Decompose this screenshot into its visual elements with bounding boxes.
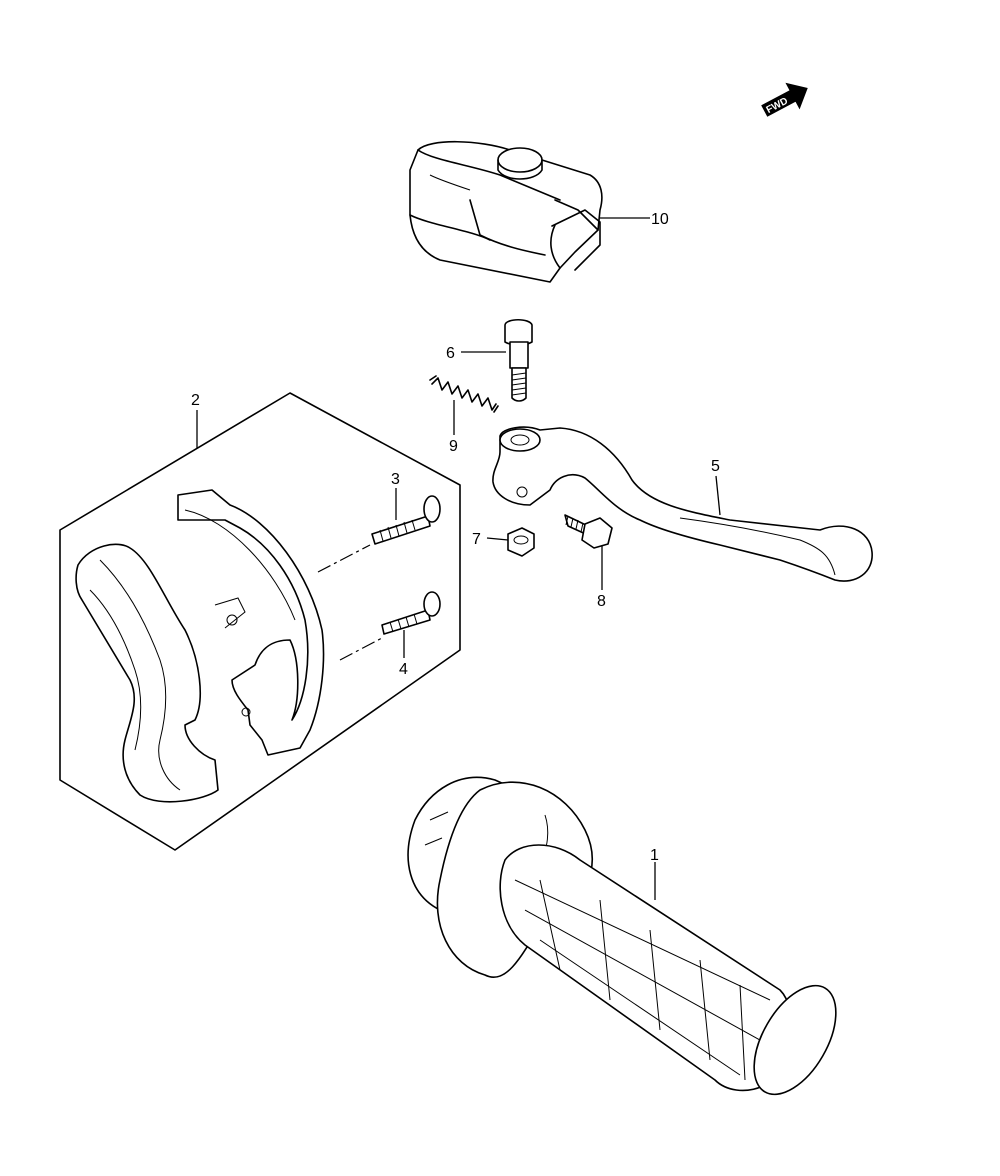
callout-labels: 2 3 4 5 6 7 8 9 10 1	[191, 211, 720, 864]
alignment-line-4	[339, 637, 383, 661]
part-4-screw	[381, 591, 441, 635]
part-7-nut	[507, 527, 535, 557]
leader-lines	[196, 217, 721, 900]
part-1-grip	[407, 776, 837, 1096]
callout-7: 7	[472, 531, 481, 548]
callout-2: 2	[191, 392, 200, 409]
callout-8: 8	[597, 593, 606, 610]
callout-1: 1	[650, 847, 659, 864]
part-10-lever-cover	[409, 140, 603, 283]
callout-3: 3	[391, 471, 400, 488]
part-2-holder-assembly	[59, 392, 461, 851]
fwd-label: FWD	[765, 96, 790, 116]
part-3-screw	[371, 495, 441, 545]
callout-10: 10	[651, 211, 669, 228]
part-8-adjuster-bolt	[564, 514, 613, 549]
alignment-line-3	[317, 544, 371, 573]
callout-4: 4	[399, 661, 408, 678]
callout-6: 6	[446, 345, 455, 362]
part-5-clutch-lever	[492, 426, 873, 582]
part-9-spring	[429, 375, 499, 413]
fwd-arrow-icon: FWD	[761, 82, 808, 117]
callout-5: 5	[711, 458, 720, 475]
callout-9: 9	[449, 438, 458, 455]
part-6-pivot-bolt	[504, 318, 533, 402]
